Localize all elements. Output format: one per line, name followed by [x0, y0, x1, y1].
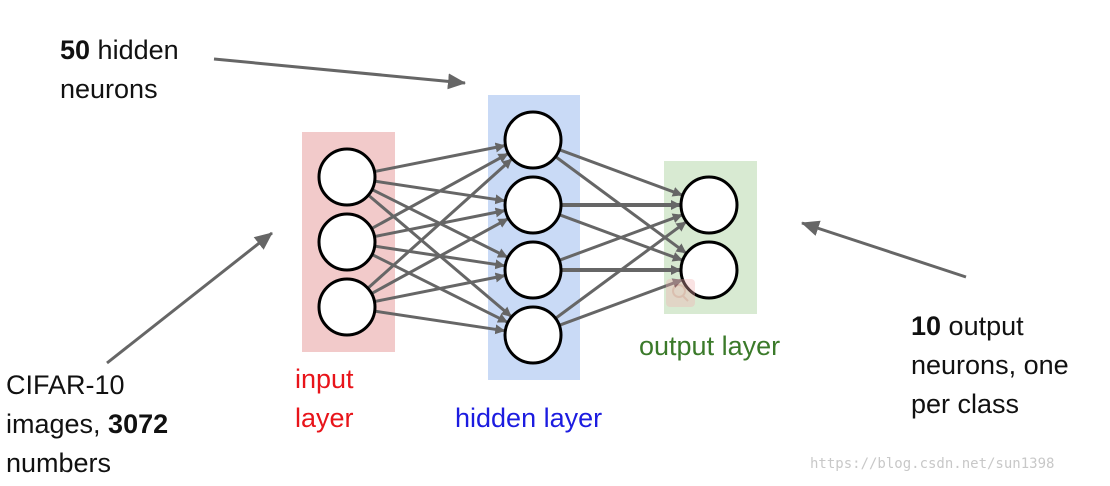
edge-input-0-hidden-0	[374, 142, 506, 174]
hidden-layer-label: hidden layer	[455, 403, 603, 433]
hidden-neuron-2	[503, 240, 563, 300]
hidden-neuron-1	[503, 175, 563, 235]
annotation-arrow-output	[801, 220, 967, 279]
edge-input-2-hidden-0	[366, 158, 513, 290]
output-count: 10	[911, 311, 942, 341]
output-annotation-line2: neurons, one	[911, 350, 1069, 380]
hidden-annotation: 50 hidden neurons	[60, 31, 179, 109]
hidden-neuron-0	[503, 110, 563, 170]
annotation-arrow-hidden	[213, 57, 466, 90]
edge-input-2-hidden-3	[374, 309, 506, 335]
input-annotation: CIFAR-10 images, 3072 numbers	[6, 366, 168, 483]
output-annotation-line1: output	[941, 311, 1024, 341]
hidden-neuron-3	[503, 305, 563, 365]
edge-hidden-0-output-0	[558, 148, 683, 197]
annotation-arrow-input	[106, 231, 273, 365]
edge-input-1-hidden-0	[370, 152, 509, 230]
output-neuron-1	[679, 240, 739, 300]
input-neuron-1	[317, 212, 377, 272]
input-annotation-line1: CIFAR-10	[6, 370, 125, 400]
input-layer-label-line1: input	[295, 364, 354, 394]
input-layer-label-line2: layer	[295, 403, 354, 433]
input-layer-label: input layer	[295, 360, 354, 438]
output-layer-label: output layer	[639, 331, 781, 361]
hidden-count: 50	[60, 35, 91, 65]
output-neuron-0	[679, 175, 739, 235]
hidden-annotation-line2: neurons	[60, 74, 158, 104]
watermark: https://blog.csdn.net/sun1398	[810, 456, 1055, 472]
magnifier-icon	[666, 279, 695, 307]
edge-input-2-hidden-2	[374, 272, 506, 304]
output-annotation: 10 output neurons, one per class	[911, 307, 1069, 424]
edge-hidden-2-output-0	[558, 213, 683, 262]
edge-hidden-3-output-1	[558, 278, 683, 327]
input-annotation-line2: images,	[6, 409, 109, 439]
output-annotation-line3: per class	[911, 389, 1020, 419]
input-count: 3072	[108, 409, 169, 439]
hidden-annotation-line1: hidden	[90, 35, 179, 65]
input-neuron-2	[317, 277, 377, 337]
edge-input-2-hidden-1	[370, 217, 509, 295]
input-neuron-0	[317, 147, 377, 207]
connections	[366, 142, 687, 335]
input-annotation-line3: numbers	[6, 448, 112, 478]
edge-hidden-3-output-0	[554, 221, 687, 320]
neurons	[317, 110, 739, 365]
